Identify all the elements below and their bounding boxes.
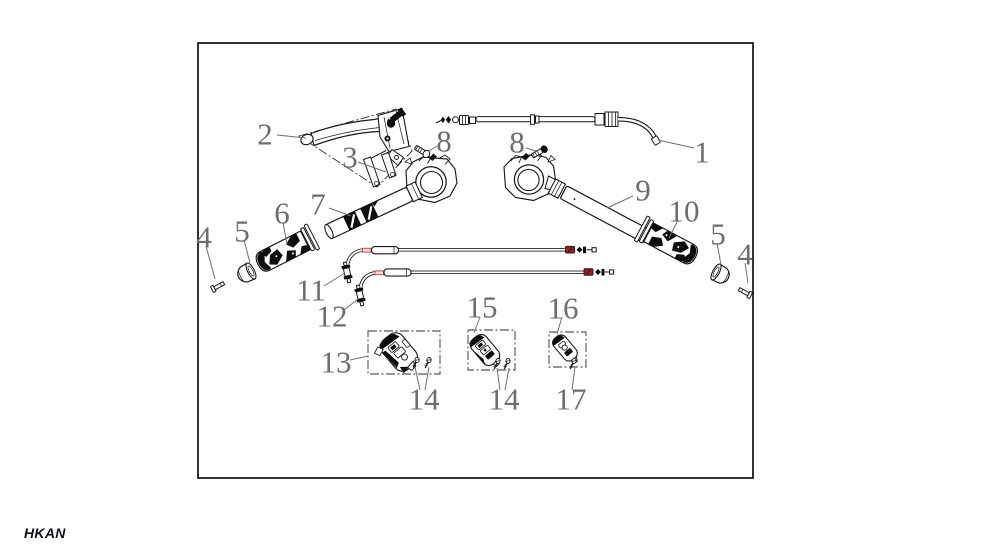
part-clamp-right <box>503 151 558 202</box>
part-tube-7 <box>324 181 424 240</box>
callout-label: 5 <box>234 214 250 249</box>
callout-label: 8 <box>509 125 525 160</box>
callout-label: 14 <box>409 382 441 417</box>
brand-text: HKAN <box>24 525 66 541</box>
part-switch-16 <box>548 331 587 371</box>
diagram-border <box>197 42 754 479</box>
callout-label: 14 <box>489 382 521 417</box>
callout-label: 11 <box>296 273 326 308</box>
part-cable-11 <box>340 245 597 284</box>
part-switch-13 <box>367 330 441 375</box>
callout-label: 4 <box>737 237 753 272</box>
callout-label: 17 <box>556 382 587 417</box>
callout-label: 2 <box>257 117 273 152</box>
callout-label: 15 <box>467 290 498 325</box>
callout-label: 1 <box>694 135 710 170</box>
callout-label: 16 <box>548 291 579 326</box>
callout-label: 8 <box>436 124 452 159</box>
callout-label: 3 <box>342 140 358 175</box>
callout-label: 12 <box>317 299 348 334</box>
callout-label: 6 <box>274 196 290 231</box>
part-cable-1 <box>435 111 661 146</box>
leader-lines <box>205 134 749 391</box>
part-cable-12 <box>353 268 615 307</box>
part-bolt-8-left <box>414 145 431 159</box>
callout-label: 9 <box>635 173 651 208</box>
callout-label: 4 <box>196 220 212 255</box>
part-bolt-8-right <box>531 145 548 159</box>
callout-label: 13 <box>321 345 352 380</box>
callout-label: 10 <box>669 194 700 229</box>
part-brake-lever-assembly <box>297 107 413 188</box>
callout-labels: 2 3 8 8 1 9 10 7 6 5 4 5 4 11 12 13 15 1… <box>196 117 753 417</box>
callout-label: 7 <box>310 187 326 222</box>
part-switch-15 <box>467 329 516 371</box>
callout-label: 5 <box>710 217 726 252</box>
